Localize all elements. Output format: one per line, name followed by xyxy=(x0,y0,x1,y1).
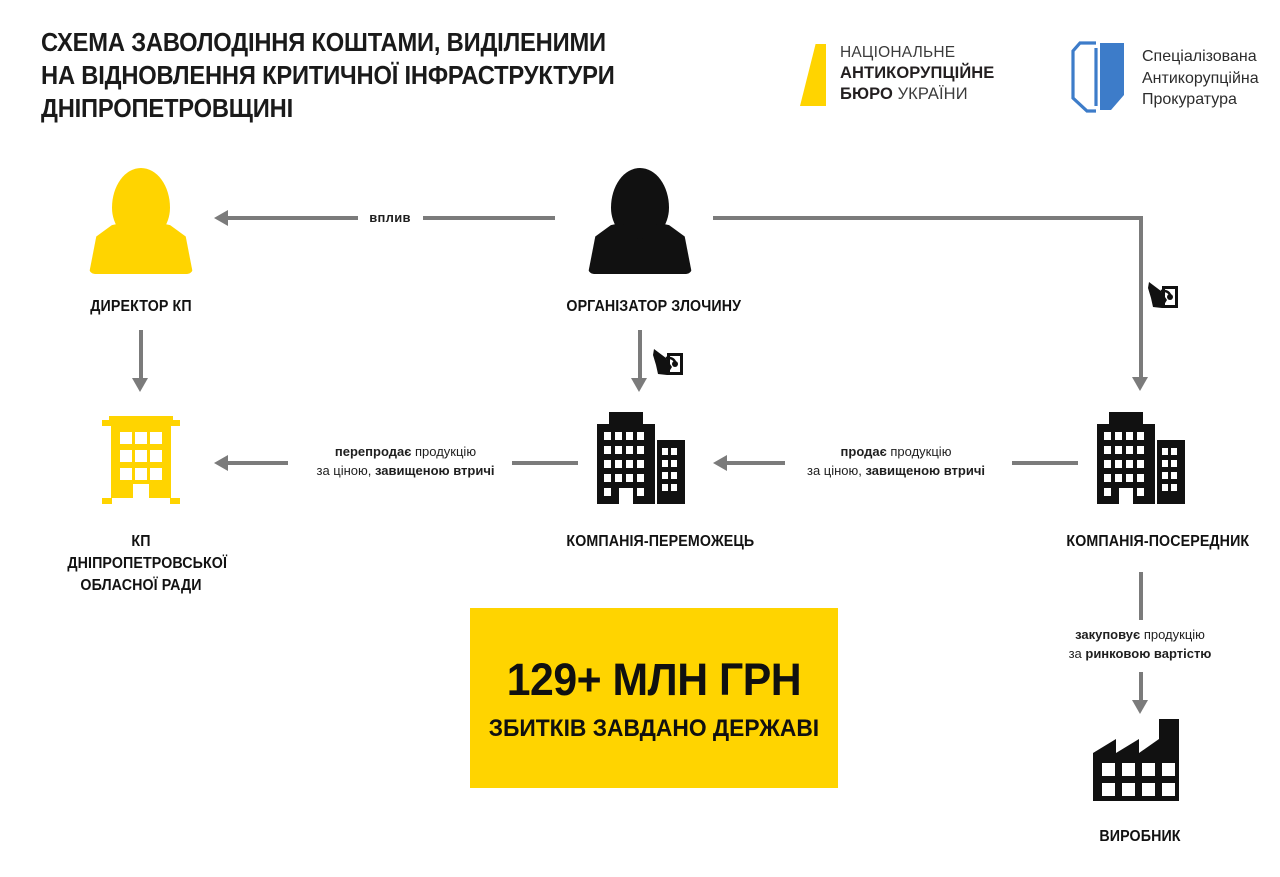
title-line-3: ДНІПРОПЕТРОВЩИНІ xyxy=(41,95,293,123)
sell-bold-2: завищеною втричі xyxy=(865,462,986,478)
buy-edge-arrowhead xyxy=(1132,700,1148,714)
page-title: СХЕМА ЗАВОЛОДІННЯ КОШТАМИ, ВИДІЛЕНИМИ НА… xyxy=(41,27,636,126)
sell-edge-arrowhead xyxy=(713,455,727,471)
buy-edge-line-top xyxy=(1139,572,1143,620)
damages-callout: 129+ МЛН ГРН ЗБИТКІВ ЗАВДАНО ДЕРЖАВІ xyxy=(470,608,838,788)
organizer-to-middleman-line-h xyxy=(713,216,1143,220)
nabu-line-3-bold: БЮРО xyxy=(840,85,893,103)
resell-edge-line-2: за ціною, завищеною втричі xyxy=(293,462,518,481)
resell-edge-line-right xyxy=(512,461,578,465)
node-director[interactable]: ДИРЕКТОР КП xyxy=(61,168,221,318)
node-winner-label: КОМПАНІЯ-ПЕРЕМОЖЕЦЬ xyxy=(566,533,755,550)
buy-edge-line-bottom xyxy=(1139,672,1143,702)
node-middleman-label: КОМПАНІЯ-ПОСЕРЕДНИК xyxy=(1066,533,1250,550)
node-winner[interactable]: КОМПАНІЯ-ПЕРЕМОЖЕЦЬ xyxy=(560,410,755,553)
two-buildings-icon xyxy=(597,412,685,504)
buy-rest-1: продукцію xyxy=(1140,627,1205,642)
sap-line-1: Спеціалізована xyxy=(1142,48,1257,65)
buy-bold-2: ринковою вартістю xyxy=(1085,645,1212,661)
buy-edge-line-1: закуповує продукцію xyxy=(1035,626,1245,645)
sap-logo: Спеціалізована Антикорупційна Прокуратур… xyxy=(1070,40,1260,118)
organizer-to-winner-line xyxy=(638,330,642,380)
buy-edge-label: закуповує продукцію за ринковою вартістю xyxy=(1035,626,1245,663)
director-to-kp-arrowhead xyxy=(132,378,148,392)
open-book-icon xyxy=(1071,41,1124,113)
buy-bold-1: закуповує xyxy=(1075,627,1141,642)
buy-rest-2: за xyxy=(1068,645,1086,661)
sell-rest-1: продукцію xyxy=(886,444,952,459)
nabu-line-1: НАЦІОНАЛЬНЕ xyxy=(840,44,956,61)
sell-edge-label: продає продукцію за ціною, завищеною втр… xyxy=(790,443,1002,480)
title-line-2: НА ВІДНОВЛЕННЯ КРИТИЧНОЇ ІНФРАСТРУКТУРИ xyxy=(41,62,615,90)
person-icon xyxy=(588,168,692,274)
node-kp-label: КП ДНІПРОПЕТРОВСЬКОЇ ОБЛАСНОЇ РАДИ xyxy=(67,531,227,597)
organizer-to-winner-arrowhead xyxy=(631,378,647,392)
resell-edge-label: перепродає продукцію за ціною, завищеною… xyxy=(293,443,518,480)
node-kp-label-line-2: ОБЛАСНОЇ РАДИ xyxy=(80,577,202,594)
buy-edge-line-2: за ринковою вартістю xyxy=(1035,645,1245,664)
sell-edge-line-right xyxy=(1012,461,1078,465)
node-producer[interactable]: ВИРОБНИК xyxy=(1060,715,1220,848)
director-to-kp-line xyxy=(139,330,143,380)
sell-edge-line-1: продає продукцію xyxy=(790,443,1002,462)
influence-edge-line-right xyxy=(423,216,555,220)
resell-rest-1: продукцію xyxy=(411,444,477,459)
sap-line-3: Прокуратура xyxy=(1142,91,1237,108)
person-body xyxy=(588,222,692,274)
resell-rest-2: за ціною, xyxy=(316,462,376,478)
sell-edge-line-2: за ціною, завищеною втричі xyxy=(790,462,1002,481)
title-line-1: СХЕМА ЗАВОЛОДІННЯ КОШТАМИ, ВИДІЛЕНИМИ xyxy=(41,29,606,57)
resell-bold-2: завищеною втричі xyxy=(375,462,495,478)
two-buildings-icon xyxy=(1097,412,1185,504)
nabu-wedge-icon xyxy=(800,44,826,106)
sell-edge-line-left xyxy=(727,461,785,465)
damages-caption: ЗБИТКІВ ЗАВДАНО ДЕРЖАВІ xyxy=(488,714,820,742)
nabu-line-3: БЮРО УКРАЇНИ xyxy=(840,84,994,105)
node-organizer[interactable]: ОРГАНІЗАТОР ЗЛОЧИНУ xyxy=(560,168,742,318)
damages-amount: 129+ МЛН ГРН xyxy=(506,653,802,705)
influence-edge-line-left xyxy=(228,216,358,220)
node-director-label: ДИРЕКТОР КП xyxy=(90,298,192,315)
nabu-line-3-thin: УКРАЇНИ xyxy=(897,85,968,103)
sap-line-2: Антикорупційна xyxy=(1142,69,1259,87)
node-producer-label: ВИРОБНИК xyxy=(1099,828,1181,845)
node-kp[interactable]: КП ДНІПРОПЕТРОВСЬКОЇ ОБЛАСНОЇ РАДИ xyxy=(61,410,227,597)
resell-edge-line-left xyxy=(228,461,288,465)
nabu-logo-text: НАЦІОНАЛЬНЕ АНТИКОРУПЦІЙНЕ БЮРО УКРАЇНИ xyxy=(840,43,994,105)
nabu-line-2: АНТИКОРУПЦІЙНЕ xyxy=(840,64,995,82)
node-organizer-label: ОРГАНІЗАТОР ЗЛОЧИНУ xyxy=(566,298,742,315)
organizer-to-middleman-line-v xyxy=(1139,216,1143,379)
influence-edge-label: вплив xyxy=(369,210,411,225)
person-icon xyxy=(89,168,193,274)
office-building-icon xyxy=(102,416,180,504)
node-kp-label-line-1: КП ДНІПРОПЕТРОВСЬКОЇ xyxy=(67,533,227,572)
organizer-to-middleman-arrowhead xyxy=(1132,377,1148,391)
hand-taking-money-icon xyxy=(1148,282,1178,308)
influence-edge-arrowhead xyxy=(214,210,228,226)
resell-edge-arrowhead xyxy=(214,455,228,471)
node-middleman[interactable]: КОМПАНІЯ-ПОСЕРЕДНИК xyxy=(1060,410,1250,553)
factory-icon xyxy=(1093,719,1179,801)
sell-bold-1: продає xyxy=(840,444,887,459)
nabu-logo: НАЦІОНАЛЬНЕ АНТИКОРУПЦІЙНЕ БЮРО УКРАЇНИ xyxy=(800,42,1000,112)
hand-taking-money-icon xyxy=(653,349,683,375)
resell-bold-1: перепродає xyxy=(334,444,412,459)
sell-rest-2: за ціною, xyxy=(806,462,866,478)
sap-logo-text: Спеціалізована Антикорупційна Прокуратур… xyxy=(1142,46,1259,111)
person-body xyxy=(89,222,193,274)
resell-edge-line-1: перепродає продукцію xyxy=(293,443,518,462)
